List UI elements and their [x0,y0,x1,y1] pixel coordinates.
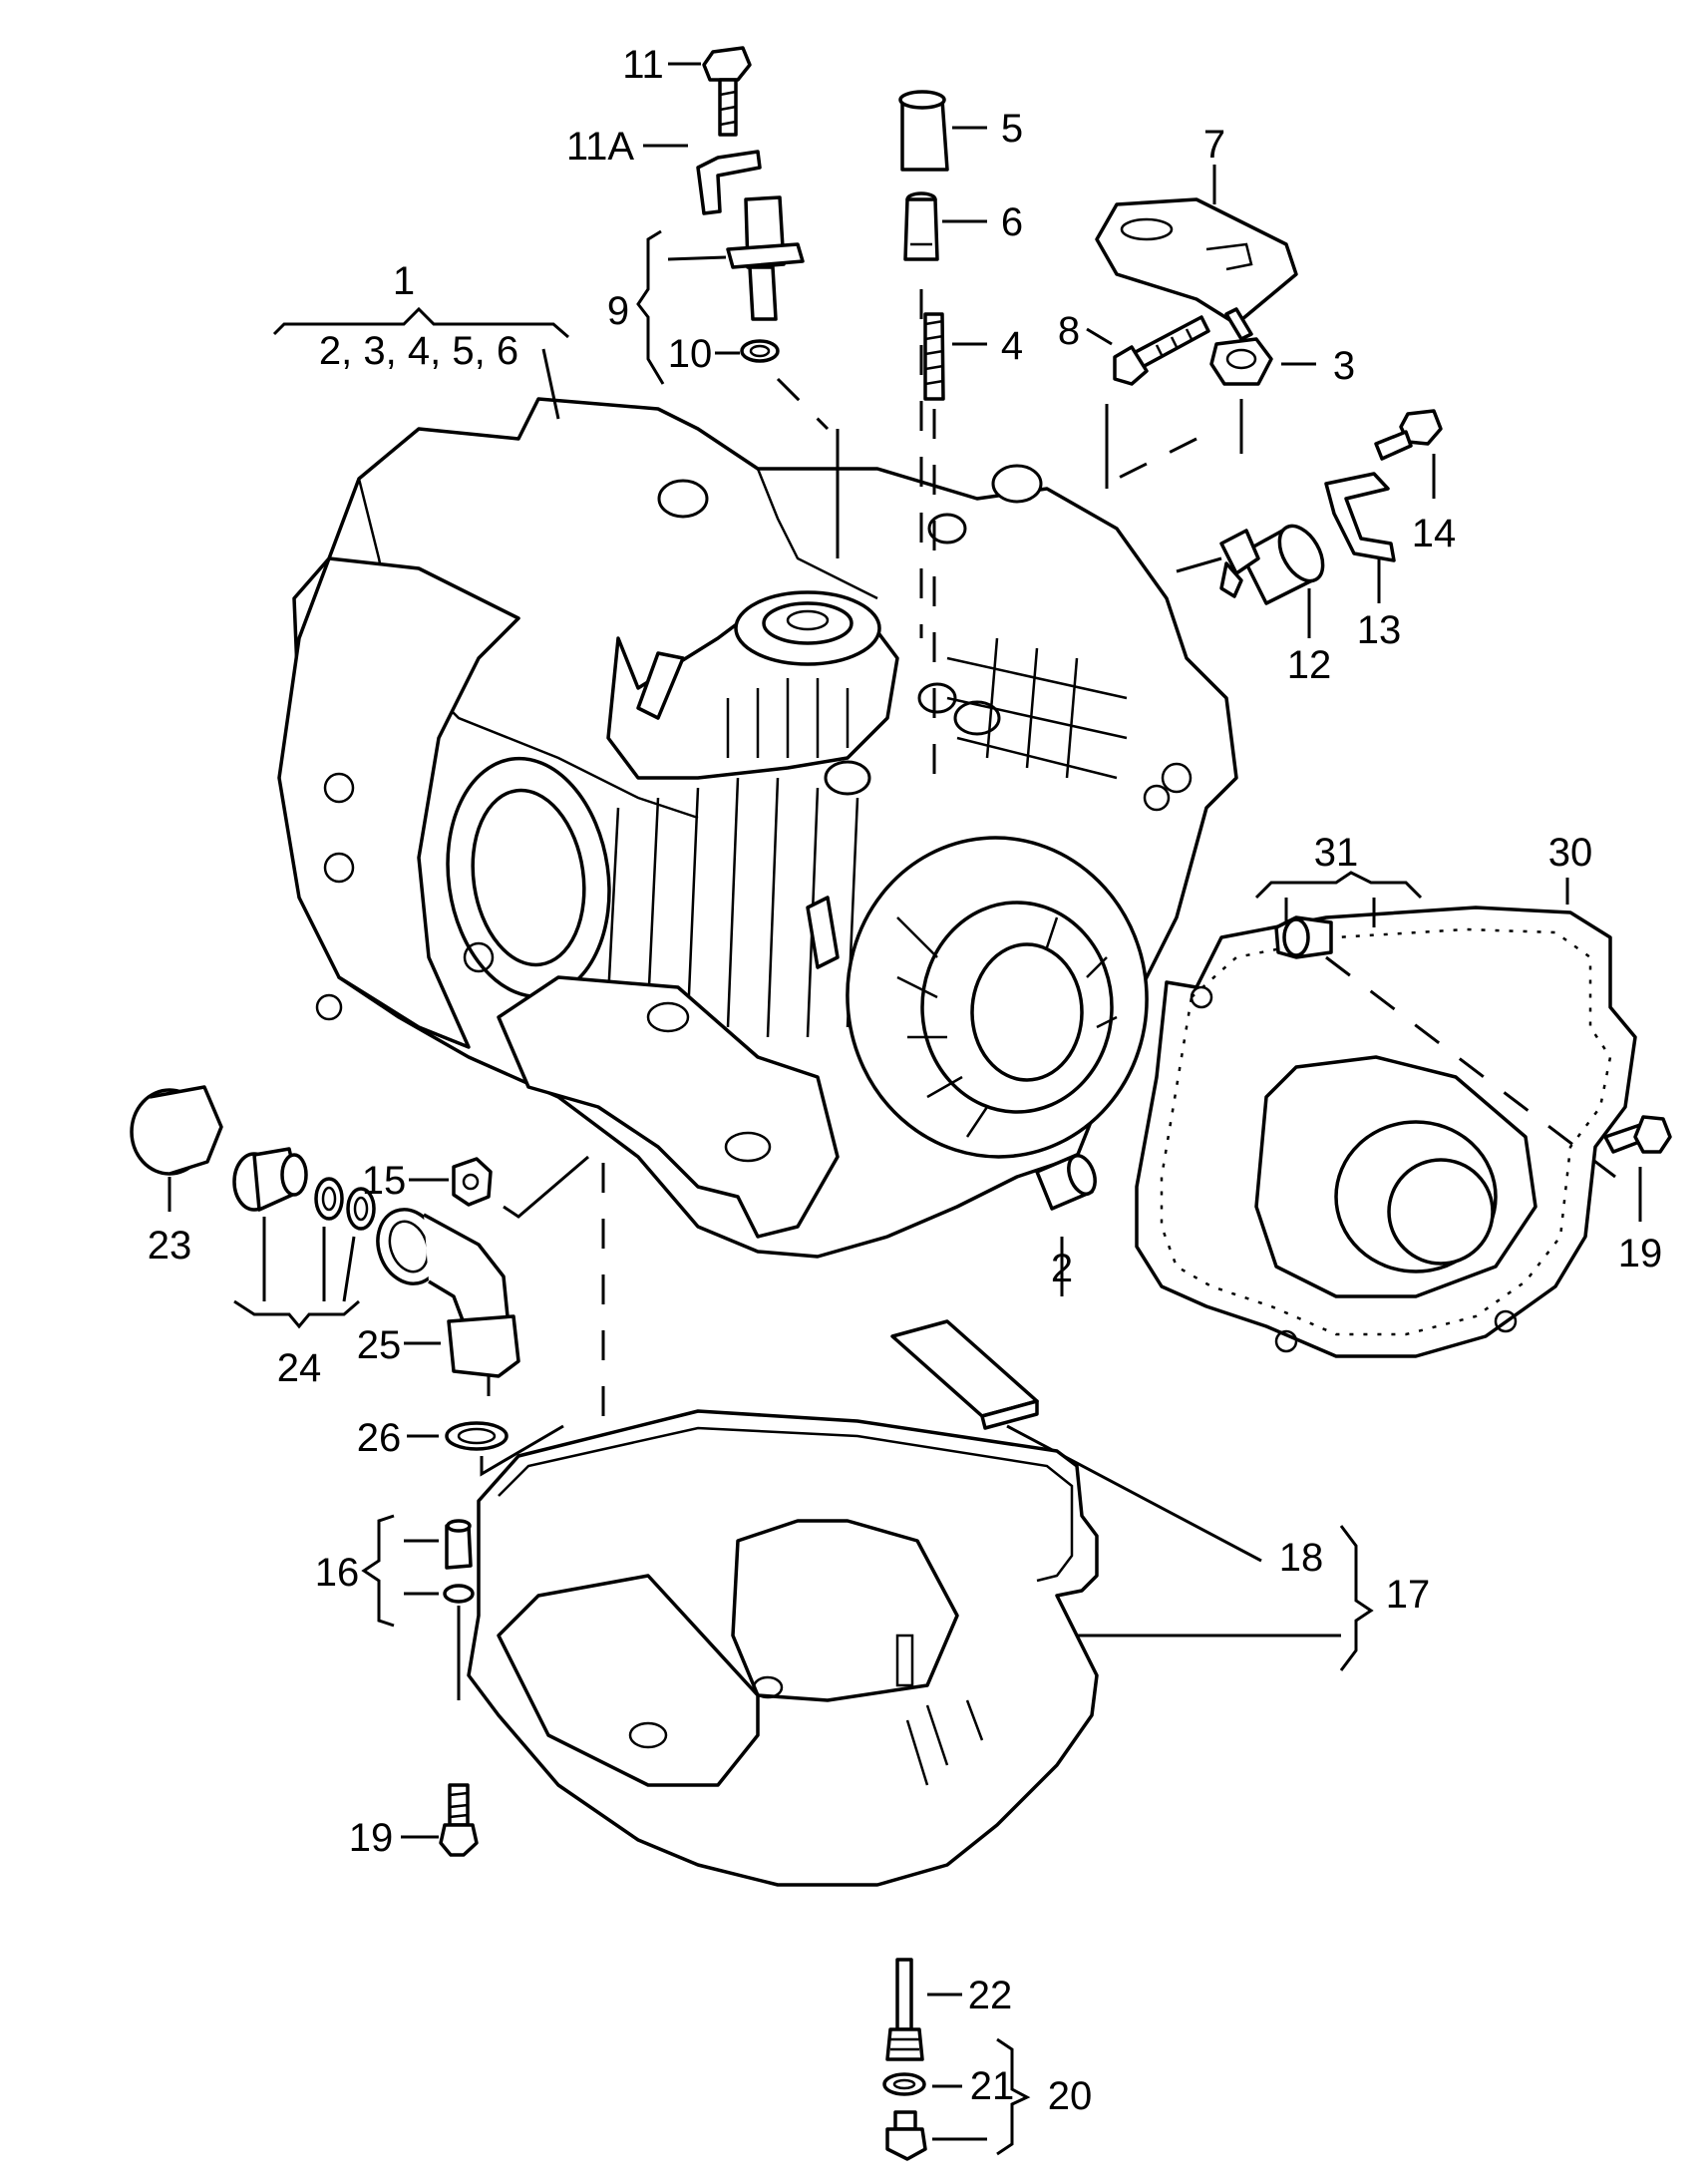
callout-17: 17 [1386,1573,1431,1617]
part-14-bolt [1374,409,1443,499]
callout-11A: 11A [566,125,635,169]
callout-24: 24 [277,1346,322,1390]
callout-14: 14 [1412,512,1457,555]
part-4-stud [923,312,987,778]
callout-7: 7 [1203,123,1225,167]
callout-8: 8 [1058,309,1080,353]
part-19-bolt-right [1603,1115,1672,1222]
callout-13: 13 [1357,608,1402,652]
callout-9: 9 [607,289,629,333]
callout-15: 15 [362,1159,407,1203]
part-11A-clip [643,144,762,215]
callout-26: 26 [357,1416,402,1460]
part-5-cap [898,90,987,172]
callout-5: 5 [1001,107,1023,151]
callout-30: 30 [1548,831,1593,875]
callout-18: 18 [1279,1536,1324,1580]
callout-22: 22 [968,1974,1013,2017]
part-3-nut [1105,337,1316,489]
part-9-sensor [636,195,805,385]
part-2-dowel-sleeve [1035,1153,1097,1296]
part-19-bolt-left [401,1783,479,1857]
callout-4: 4 [1001,324,1023,368]
part-24-drain-plug [232,1147,376,1329]
callout-19-right: 19 [1618,1232,1663,1275]
part-20-drain-screw [885,2037,1031,2161]
part-12-sensor [1176,524,1325,638]
callout-12: 12 [1287,643,1332,687]
part-17-oil-pan [467,1409,1374,1887]
part-16-stud [361,1514,475,1700]
callout-2: 2 [1051,1247,1073,1290]
callout-16: 16 [315,1551,360,1595]
callout-3: 3 [1333,344,1355,388]
callout-25: 25 [357,1323,402,1367]
part-15-plug [409,1155,589,1219]
part-26-seal-ring [407,1147,605,1477]
part-31-gasket [1254,871,1616,1179]
part-11-bolt [668,46,752,137]
part-21-washer [882,2072,962,2096]
part-6-plug [903,191,987,638]
part-1-group-bracket [272,306,569,420]
callout-11: 11 [622,43,664,87]
part-22-pin [885,1958,962,2061]
callout-1-group: 2, 3, 4, 5, 6 [319,329,518,373]
callout-20: 20 [1048,2074,1093,2118]
callout-19-left: 19 [349,1816,394,1860]
part-13-bracket [1324,472,1396,603]
transmission-housing [277,397,1238,1259]
callout-21: 21 [970,2064,1015,2108]
callout-1: 1 [393,259,415,303]
callout-31: 31 [1314,831,1359,875]
part-10-o-ring [715,339,840,558]
callout-6: 6 [1001,200,1023,244]
part-25-filler-pipe [376,1208,520,1396]
callout-23: 23 [148,1224,192,1268]
part-8-bolt [1086,315,1210,386]
part-23-cap [130,1085,223,1212]
part-30-side-cover [1135,878,1637,1358]
part-7-bracket [1095,165,1298,341]
callout-10: 10 [668,332,713,376]
